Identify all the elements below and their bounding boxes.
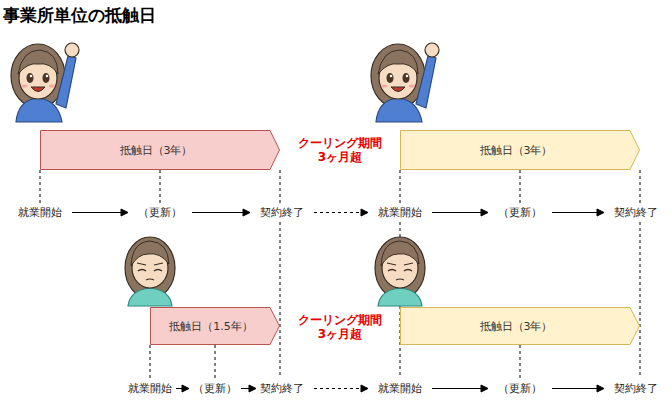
period-band: 抵触日（3年） xyxy=(40,130,280,170)
timeline-step: 就業開始 xyxy=(378,381,422,396)
band-label: 抵触日（1.5年） xyxy=(169,319,261,334)
band-label: 抵触日（3年） xyxy=(120,143,201,158)
timeline-arrow xyxy=(314,209,368,216)
timeline-arrow xyxy=(552,385,604,392)
timeline-step: 就業開始 xyxy=(378,205,422,220)
timeline-arrow xyxy=(176,385,189,392)
cooling-period-note: クーリング期間 3ヶ月超 xyxy=(295,313,385,342)
timeline-arrow xyxy=(72,209,128,216)
timeline-step: （更新） xyxy=(193,381,237,396)
timeline-step: 契約終了 xyxy=(614,205,658,220)
timeline-step: 就業開始 xyxy=(128,381,172,396)
timeline-arrow xyxy=(314,385,368,392)
timeline-step: （更新） xyxy=(498,381,542,396)
timeline-step: 就業開始 xyxy=(18,205,62,220)
cooling-period-note: クーリング期間 3ヶ月超 xyxy=(295,136,385,165)
timeline-step: 契約終了 xyxy=(614,381,658,396)
sad-worker xyxy=(125,237,175,306)
timeline-step: （更新） xyxy=(138,205,182,220)
happy-worker xyxy=(11,43,79,122)
timeline-arrow xyxy=(432,209,488,216)
timeline-step: 契約終了 xyxy=(260,205,304,220)
timeline-arrow xyxy=(552,209,604,216)
period-band: 抵触日（3年） xyxy=(400,307,640,345)
period-band: 抵触日（1.5年） xyxy=(150,307,280,345)
timeline-arrow xyxy=(192,209,250,216)
timeline-arrow xyxy=(432,385,488,392)
timeline-step: 契約終了 xyxy=(260,381,304,396)
timeline-arrow xyxy=(241,385,256,392)
band-label: 抵触日（3年） xyxy=(480,319,561,334)
diagram-title: 事業所単位の抵触日 xyxy=(3,4,156,27)
timeline-step: （更新） xyxy=(498,205,542,220)
timeline-arrows xyxy=(72,209,604,392)
period-band: 抵触日（3年） xyxy=(400,130,640,170)
dashed-guides xyxy=(40,170,640,378)
sad-worker xyxy=(375,237,425,306)
happy-worker xyxy=(371,43,439,122)
band-label: 抵触日（3年） xyxy=(480,143,561,158)
